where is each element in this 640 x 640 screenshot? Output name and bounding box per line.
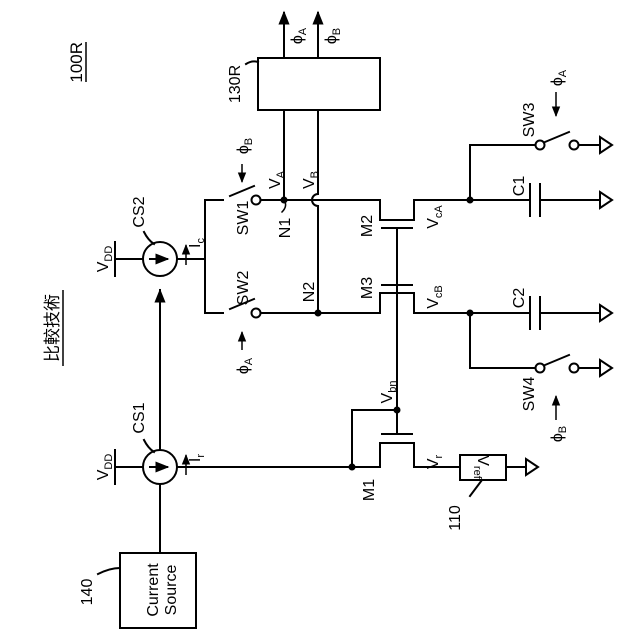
ic-arrow: Ic [186,238,207,265]
current-source-block: Current Source [120,553,196,628]
current-source-ref: 140 [79,579,96,606]
svg-text:Ir: Ir [187,454,207,462]
svg-text:ϕA: ϕA [289,27,309,44]
svg-text:ϕB: ϕB [323,28,343,44]
svg-text:ϕA: ϕA [549,69,569,86]
ir-arrow: Ir [186,454,207,475]
svg-text:VDD: VDD [95,454,115,481]
cs1-vdd-label: VDD [95,454,115,481]
sw2-label: SW2 [235,271,252,306]
cs1-label: CS1 [131,402,148,433]
sw2-switch [205,299,380,318]
svg-text:M1: M1 [361,479,378,501]
svg-text:SW3: SW3 [521,103,538,138]
svg-text:比較技術: 比較技術 [43,294,62,362]
vref-leader [470,480,482,496]
cs2-label: CS2 [131,196,148,227]
svg-text:Source: Source [163,565,180,616]
cs1-current-source [115,450,352,484]
output-phi-b-label: ϕB [323,28,343,44]
svg-text:M3: M3 [359,277,376,299]
svg-text:VcA: VcA [425,205,445,229]
sw1-label: SW1 [235,201,252,236]
svg-text:Current: Current [145,563,162,617]
sw1-switch [205,186,380,205]
svg-text:VcB: VcB [425,285,445,309]
c2-capacitor [470,297,612,329]
n2-label: N2 [301,282,318,303]
svg-text:N2: N2 [301,282,318,303]
m2-label: M2 [359,215,376,237]
svg-text:C2: C2 [511,288,528,309]
svg-text:CS2: CS2 [131,196,148,227]
svg-text:ϕB: ϕB [235,138,255,154]
sw4-phi-b: ϕB [549,396,569,442]
logic-block-130r [258,58,380,110]
cs2-leader [144,232,154,244]
sw3-label: SW3 [521,103,538,138]
m3-label: M3 [359,277,376,299]
c1-capacitor [470,184,612,216]
sw2-phi-a: ϕA [235,332,255,374]
svg-text:C1: C1 [511,176,528,197]
cs1-leader [144,440,154,452]
ref-leader-140 [98,568,120,574]
vcb-label: VcB [425,285,445,309]
svg-text:SW1: SW1 [235,201,252,236]
logic-block-label: 130R [227,65,244,103]
svg-text:SW4: SW4 [521,377,538,412]
svg-text:VDD: VDD [95,246,115,273]
sw1-phi-b: ϕB [235,138,255,182]
svg-text:SW2: SW2 [235,271,252,306]
output-phi-a-label: ϕA [289,27,309,44]
c1-label: C1 [511,176,528,197]
cs2-vdd-label: VDD [95,246,115,273]
figure-title: 比較技術 [43,290,63,366]
sw3-phi-a: ϕA [549,69,569,116]
svg-text:130R: 130R [227,65,244,103]
svg-text:100R: 100R [67,42,86,83]
n1-label: N1 [277,218,294,239]
sw4-label: SW4 [521,377,538,412]
m1-label: M1 [361,479,378,501]
vref-id-label: 110 [447,505,464,531]
c2-label: C2 [511,288,528,309]
svg-text:M2: M2 [359,215,376,237]
svg-text:ϕB: ϕB [549,426,569,442]
svg-text:N1: N1 [277,218,294,239]
vca-label: VcA [425,205,445,229]
vref-source: Vref [460,455,538,480]
logic-block-leader [246,61,258,64]
svg-text:110: 110 [447,505,464,531]
svg-text:CS1: CS1 [131,402,148,433]
figure-label: 100R [67,42,86,83]
svg-text:140: 140 [79,579,96,606]
m1-transistor [352,434,460,467]
svg-text:ϕA: ϕA [235,357,255,374]
